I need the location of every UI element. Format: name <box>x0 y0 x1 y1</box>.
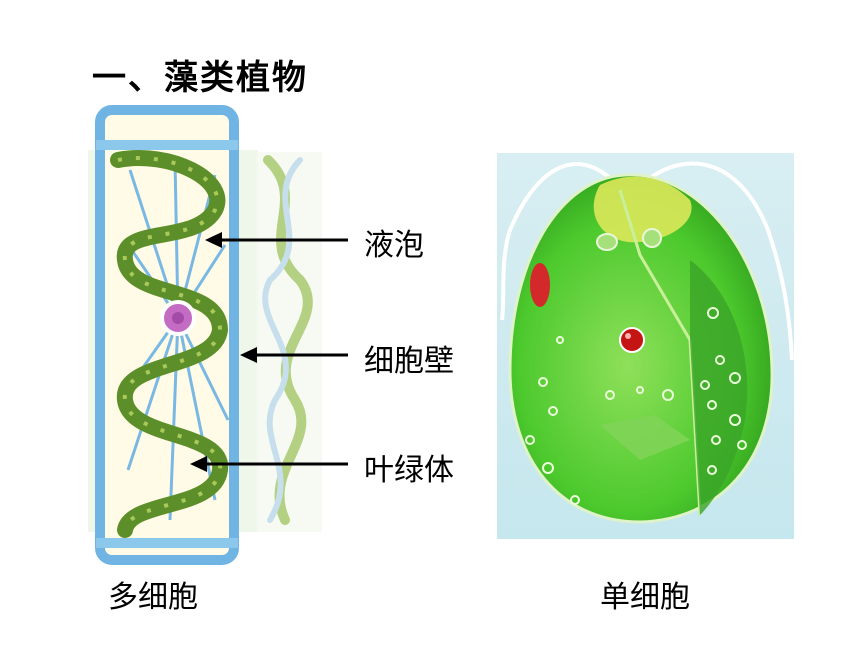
arrow-vacuole <box>205 232 348 248</box>
caption-multicellular: 多细胞 <box>108 580 198 615</box>
flagellum-left <box>500 162 614 321</box>
page-title: 一、藻类植物 <box>92 58 308 98</box>
bubbles <box>525 307 747 505</box>
flagellum-right <box>648 161 794 361</box>
nucleus-red <box>619 327 645 353</box>
label-cell-wall: 细胞壁 <box>364 344 454 379</box>
unicellular-algae-image <box>497 153 794 539</box>
caption-unicellular: 单细胞 <box>600 580 690 615</box>
adjacent-filament <box>256 152 322 532</box>
label-chloroplast: 叶绿体 <box>364 453 454 488</box>
pyrenoids <box>117 156 223 531</box>
label-vacuole: 液泡 <box>364 228 424 263</box>
eyespot <box>530 263 550 307</box>
label-arrows <box>190 232 348 472</box>
multicellular-algae-image <box>88 105 322 565</box>
arrow-cell-wall <box>240 347 348 363</box>
arrow-chloroplast <box>190 456 348 472</box>
